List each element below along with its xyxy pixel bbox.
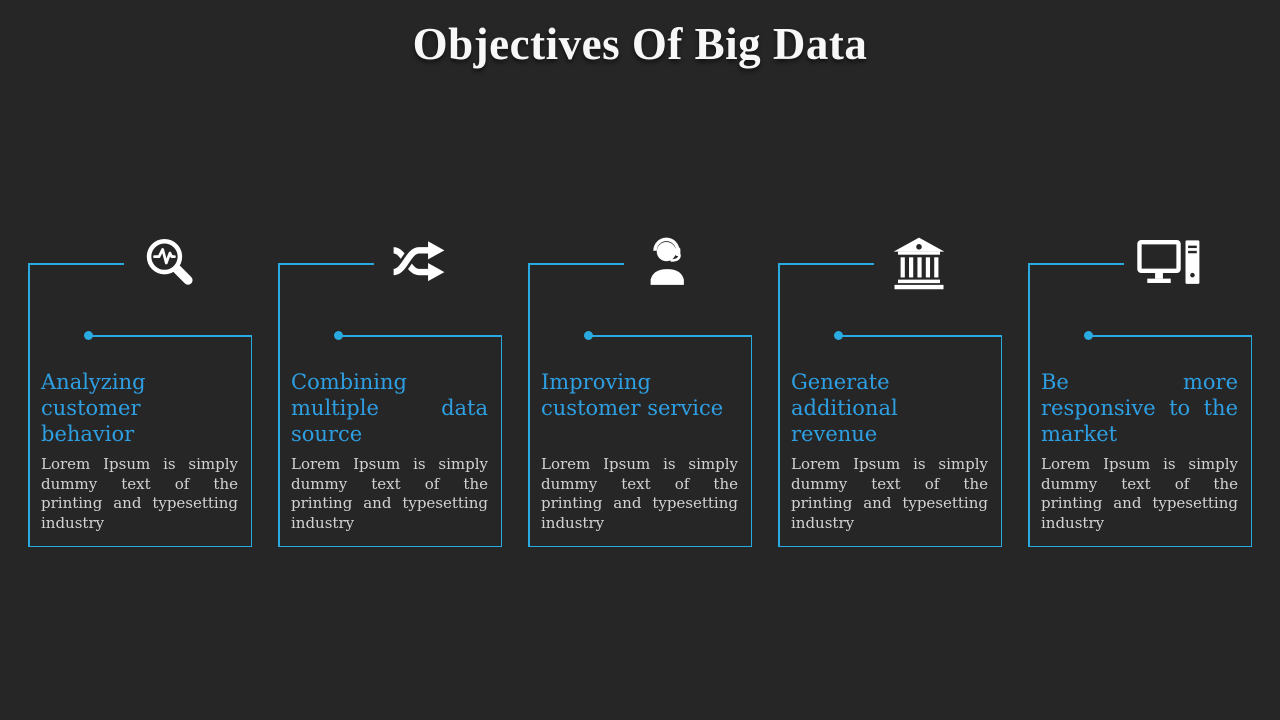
connector-line — [840, 335, 1002, 337]
card-body-text: Lorem Ipsum is simply dummy text of the … — [1041, 455, 1238, 532]
card-border-right — [250, 335, 252, 547]
card-heading: Improving customer service — [541, 370, 724, 420]
shuffle-arrows-icon — [381, 234, 457, 292]
connector-dot — [84, 331, 93, 340]
card-heading: Be more responsive to the market — [1041, 370, 1238, 446]
slide-title: Objectives Of Big Data — [412, 19, 868, 69]
card-heading: Combining multiple data source — [291, 370, 488, 446]
card-body-text: Lorem Ipsum is simply dummy text of the … — [791, 455, 988, 532]
card-border-left — [28, 263, 30, 547]
card-border-left — [778, 263, 780, 547]
card-border-bottom — [1028, 545, 1252, 547]
card-body-text: Lorem Ipsum is simply dummy text of the … — [541, 455, 738, 532]
bank-building-icon — [881, 234, 957, 292]
card-border-bottom — [528, 545, 752, 547]
objective-card-combining-sources: Combining multiple data source Lorem Ips… — [278, 241, 502, 547]
card-heading: Generate additional revenue — [791, 370, 898, 446]
card-body-text: Lorem Ipsum is simply dummy text of the … — [291, 455, 488, 532]
card-border-top — [528, 263, 624, 265]
customer-support-icon — [631, 234, 707, 292]
card-border-right — [1250, 335, 1252, 547]
analytics-magnifier-icon — [131, 234, 207, 292]
connector-line — [340, 335, 502, 337]
card-body-text: Lorem Ipsum is simply dummy text of the … — [41, 455, 238, 532]
objective-card-customer-service: Improving customer service Lorem Ipsum i… — [528, 237, 752, 547]
objective-card-analyzing-behavior: Analyzing customer behavior Lorem Ipsum … — [28, 238, 252, 547]
objective-card-additional-revenue: Generate additional revenue Lorem Ipsum … — [778, 237, 1002, 547]
card-border-left — [278, 263, 280, 547]
card-border-top — [1028, 263, 1124, 265]
card-border-bottom — [778, 545, 1002, 547]
card-border-right — [1000, 335, 1002, 547]
card-border-bottom — [28, 545, 252, 547]
connector-line — [90, 335, 252, 337]
card-border-top — [278, 263, 374, 265]
desktop-computer-icon — [1131, 234, 1207, 292]
connector-dot — [334, 331, 343, 340]
connector-dot — [1084, 331, 1093, 340]
card-border-right — [750, 335, 752, 547]
connector-dot — [834, 331, 843, 340]
card-border-top — [778, 263, 874, 265]
card-border-right — [500, 335, 502, 547]
card-border-bottom — [278, 545, 502, 547]
card-border-top — [28, 263, 124, 265]
connector-line — [590, 335, 752, 337]
connector-dot — [584, 331, 593, 340]
connector-line — [1090, 335, 1252, 337]
card-border-left — [528, 263, 530, 547]
card-heading: Analyzing customer behavior — [41, 370, 146, 446]
objective-card-market-responsive: Be more responsive to the market Lorem I… — [1028, 239, 1252, 547]
card-border-left — [1028, 263, 1030, 547]
